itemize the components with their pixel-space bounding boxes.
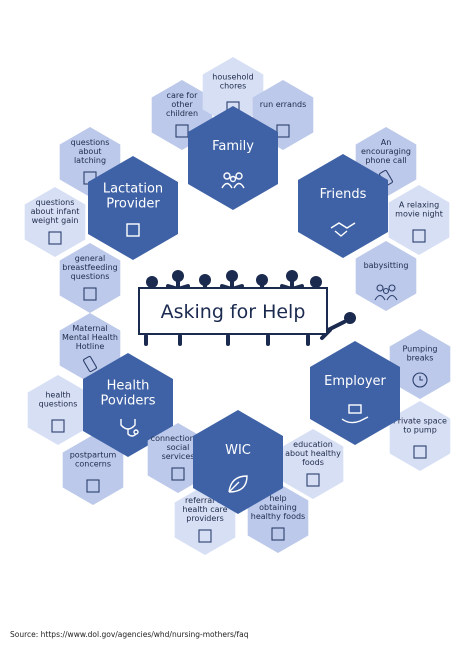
wic-hub: WIC bbox=[193, 410, 283, 514]
employer-hub-label: Employer bbox=[324, 374, 386, 389]
phone-icon bbox=[83, 355, 97, 373]
title-banner: Asking for Help bbox=[138, 287, 328, 335]
family-hub-label: Family bbox=[212, 139, 254, 154]
people-icon bbox=[374, 284, 398, 301]
friends-item-label: babysitting bbox=[364, 261, 409, 270]
box-icon bbox=[413, 445, 427, 459]
wic-item-hex bbox=[247, 483, 309, 553]
box-icon bbox=[83, 287, 97, 301]
wic-item-hex bbox=[282, 429, 344, 499]
friends-hub-hex bbox=[298, 154, 388, 258]
source-citation: Source: https://www.dol.gov/agencies/whd… bbox=[10, 630, 249, 639]
family-hub-hex bbox=[188, 106, 278, 210]
health-item-hex bbox=[27, 375, 89, 445]
friends-item-hex bbox=[355, 241, 417, 311]
wic-hub-hex bbox=[193, 410, 283, 514]
employer-hub-hex bbox=[310, 341, 400, 445]
box-icon bbox=[86, 479, 100, 493]
friends-item-2: babysitting bbox=[355, 241, 417, 311]
box-icon bbox=[271, 527, 285, 541]
employer-item-hex bbox=[389, 329, 451, 399]
box-icon bbox=[306, 473, 320, 487]
briefcase-hand-icon bbox=[341, 404, 369, 424]
lactation-item-hex bbox=[24, 187, 86, 257]
clock-icon bbox=[412, 372, 428, 388]
box-icon bbox=[276, 124, 290, 138]
family-item-hex bbox=[202, 57, 264, 127]
box-icon bbox=[175, 124, 189, 138]
lactation-item-hex bbox=[59, 243, 121, 313]
box-icon bbox=[198, 529, 212, 543]
friends-hub: Friends bbox=[298, 154, 388, 258]
family-icon bbox=[221, 172, 245, 189]
box-icon bbox=[171, 467, 185, 481]
friends-hub-label: Friends bbox=[320, 187, 367, 202]
friends-item-hex bbox=[388, 185, 450, 255]
handshake-icon bbox=[330, 222, 356, 237]
health-item-hex bbox=[62, 435, 124, 505]
employer-item-hex bbox=[389, 401, 451, 471]
box-icon bbox=[412, 229, 426, 243]
leaf-icon bbox=[228, 475, 248, 493]
employer-hub: Employer bbox=[310, 341, 400, 445]
health-hub-hex bbox=[83, 353, 173, 457]
family-item-label: run errands bbox=[260, 100, 307, 109]
health-item-hex bbox=[59, 313, 121, 383]
wic-hub-label: WIC bbox=[225, 443, 251, 458]
box-icon bbox=[126, 223, 140, 237]
box-icon bbox=[51, 419, 65, 433]
lactation-hub-hex bbox=[88, 156, 178, 260]
page-title: Asking for Help bbox=[161, 301, 306, 323]
box-icon bbox=[48, 231, 62, 245]
stethoscope-icon bbox=[120, 419, 139, 437]
family-hub: Family bbox=[188, 106, 278, 210]
